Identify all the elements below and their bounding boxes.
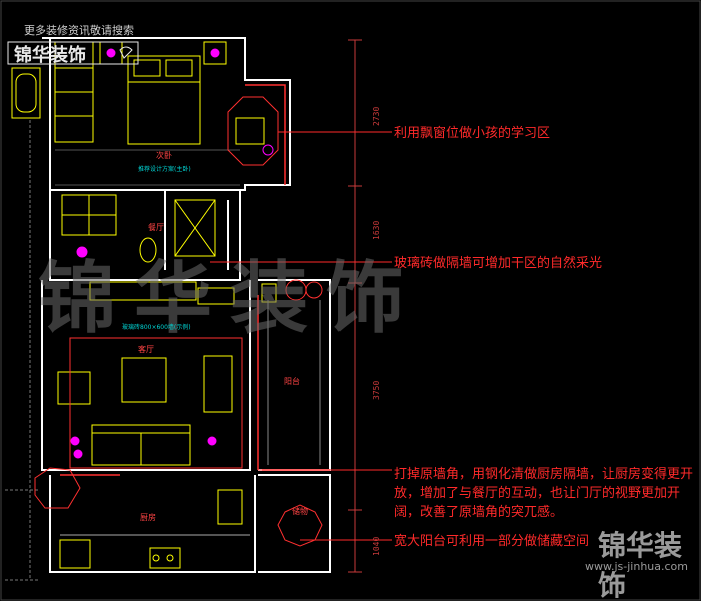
balcony-rail xyxy=(267,300,321,465)
bottom-right-logo: 锦华装饰 xyxy=(598,529,683,601)
neighbour-walls xyxy=(5,120,40,581)
room-label-dining: 餐厅 xyxy=(148,223,164,232)
bottom-right-url: www.js-jinhua.com xyxy=(585,560,688,573)
annotation-leaders xyxy=(210,131,392,541)
top-caption: 更多装修资讯敬请搜索 xyxy=(24,24,134,37)
living-room-rug xyxy=(69,337,243,469)
dining-counter xyxy=(89,281,235,305)
sofa-set xyxy=(57,355,233,466)
room-label-store: 储物 xyxy=(292,507,308,516)
nightstands xyxy=(99,41,227,65)
annotation-kitchen-wall: 打掉原墙角，用钢化清做厨房隔墙，让厨房变得更开放，增加了与餐厅的互动，也让门厅的… xyxy=(394,467,694,520)
room-label-kitchen: 厨房 xyxy=(140,513,156,522)
room-note-living: 玻璃砖800×600墙(示例) xyxy=(122,324,191,331)
annotation-study-area: 利用飘窗位做小孩的学习区 xyxy=(394,126,551,141)
lamps xyxy=(70,48,220,459)
room-note-bedroom: 推荐设计方案(主卧) xyxy=(138,166,191,173)
logo-mark xyxy=(7,41,139,65)
bed xyxy=(127,55,201,145)
room-label-balcony: 阳台 xyxy=(284,377,300,386)
dimension-label: 2730 xyxy=(372,106,381,126)
floor-hatch xyxy=(55,149,240,186)
bathroom-fixtures xyxy=(61,194,216,263)
dimension-label: 1040 xyxy=(372,536,381,556)
dimension-label: 3750 xyxy=(372,380,381,400)
annotation-balcony-storage: 宽大阳台可利用一部分做储藏空间 xyxy=(394,534,590,549)
room-label-bedroom: 次卧 xyxy=(156,151,172,160)
kitchen-table xyxy=(34,467,81,509)
brand-name: 锦华装饰 xyxy=(14,45,86,66)
kitchen-counters xyxy=(59,489,250,569)
study-desk xyxy=(227,96,279,166)
annotation-glass-brick: 玻璃砖做隔墙可增加干区的自然采光 xyxy=(394,256,603,271)
dimension-label: 1630 xyxy=(372,220,381,240)
dimension-lines xyxy=(348,39,362,573)
center-watermark: 锦华装饰 xyxy=(38,253,423,344)
bathtub xyxy=(11,67,41,119)
room-label-living: 客厅 xyxy=(138,345,154,354)
